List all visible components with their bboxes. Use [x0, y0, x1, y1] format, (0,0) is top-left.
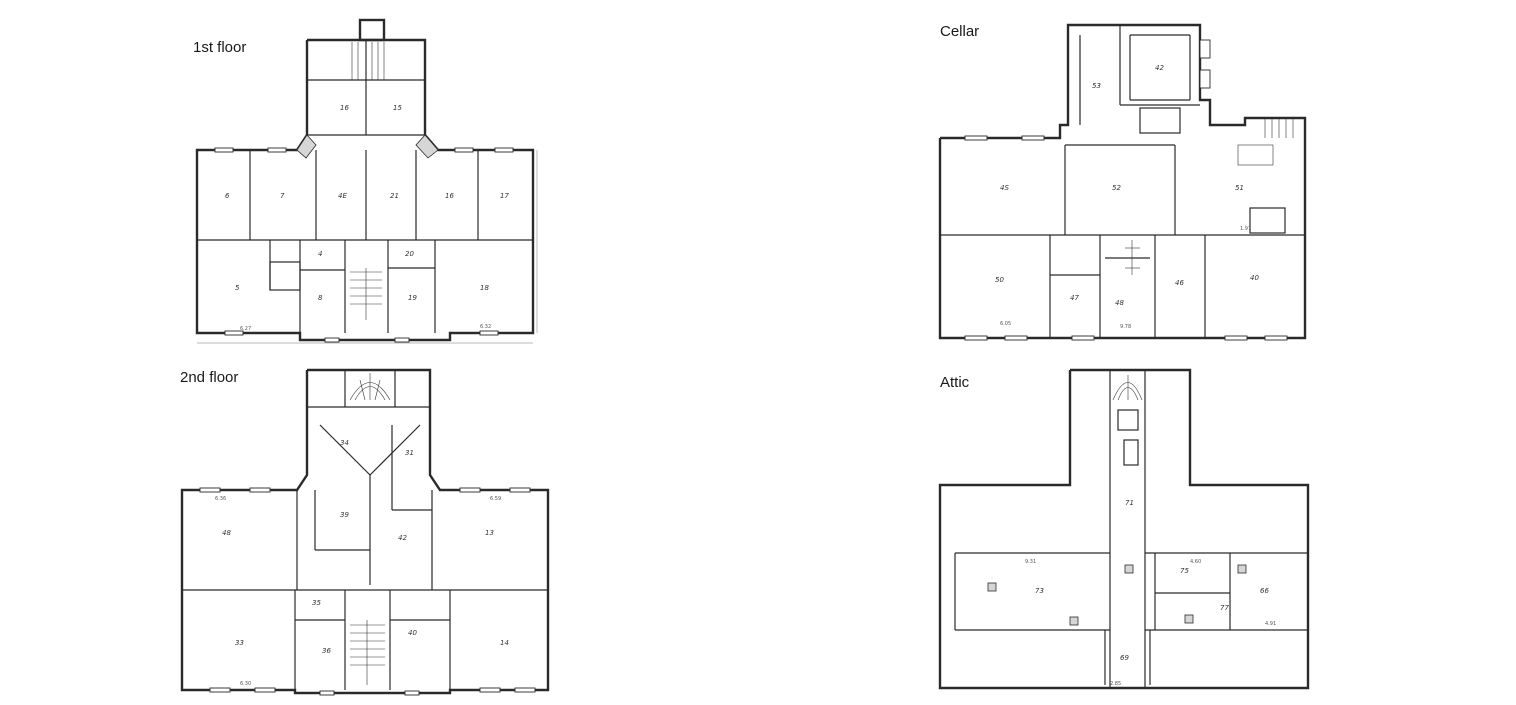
svg-text:53: 53 [1092, 82, 1101, 90]
svg-text:71: 71 [1125, 499, 1134, 507]
svg-text:6: 6 [225, 192, 230, 200]
svg-text:18: 18 [480, 284, 489, 292]
svg-text:20: 20 [405, 250, 414, 258]
svg-text:42: 42 [398, 534, 407, 542]
svg-text:75: 75 [1180, 567, 1189, 575]
floor-plan-2nd-floor: 2nd floor [0, 355, 760, 705]
svg-text:6.05: 6.05 [1000, 321, 1011, 327]
svg-text:48: 48 [1115, 299, 1124, 307]
svg-text:8: 8 [318, 294, 323, 302]
svg-text:7: 7 [280, 192, 285, 200]
svg-text:13: 13 [485, 529, 494, 537]
svg-text:4.60: 4.60 [1190, 559, 1201, 565]
svg-text:4S: 4S [1000, 184, 1009, 192]
svg-text:40: 40 [408, 629, 417, 637]
floor-title-attic: Attic [940, 374, 970, 391]
svg-text:15: 15 [393, 104, 402, 112]
svg-text:6.36: 6.36 [215, 496, 226, 502]
svg-text:73: 73 [1035, 587, 1044, 595]
floor-title-2nd-floor: 2nd floor [180, 369, 239, 386]
svg-text:66: 66 [1260, 587, 1269, 595]
plan-drawing-cellar: 4S 52 51 50 47 48 46 40 53 42 6.05 9.78 1.97 [938, 23, 1307, 341]
svg-text:9.78: 9.78 [1120, 324, 1131, 330]
svg-text:9.31: 9.31 [1025, 559, 1036, 565]
plan-drawing-2nd-floor: 48 34 31 39 42 13 33 35 36 40 14 6.30 6.36 6.5… [180, 368, 550, 696]
svg-text:6.59: 6.59 [490, 496, 501, 502]
svg-text:6.27: 6.27 [240, 326, 251, 332]
svg-text:21: 21 [390, 192, 399, 200]
svg-text:52: 52 [1112, 184, 1121, 192]
svg-text:1.97: 1.97 [1240, 226, 1251, 232]
svg-text:36: 36 [322, 647, 331, 655]
svg-text:69: 69 [1120, 654, 1129, 662]
svg-text:16: 16 [445, 192, 454, 200]
svg-text:16: 16 [340, 104, 349, 112]
svg-text:47: 47 [1070, 294, 1079, 302]
svg-text:42: 42 [1155, 64, 1164, 72]
svg-text:34: 34 [340, 439, 349, 447]
svg-text:4.91: 4.91 [1265, 621, 1276, 627]
svg-text:35: 35 [312, 599, 321, 607]
svg-text:51: 51 [1235, 184, 1244, 192]
svg-text:39: 39 [340, 511, 349, 519]
svg-text:77: 77 [1220, 604, 1229, 612]
plan-drawing-attic: 73 71 75 77 66 69 9.31 4.60 4.91 2.85 [938, 368, 1310, 690]
svg-text:50: 50 [995, 276, 1004, 284]
svg-text:40: 40 [1250, 274, 1259, 282]
floor-title-cellar: Cellar [940, 23, 980, 40]
svg-text:6.32: 6.32 [480, 324, 491, 330]
svg-text:46: 46 [1175, 279, 1184, 287]
floor-plan-attic: Attic 73 71 75 77 66 69 9.31 4.60 4.91 2.85 [760, 355, 1516, 705]
floor-title-1st-floor: 1st floor [193, 39, 247, 56]
svg-text:48: 48 [222, 529, 231, 537]
svg-text:17: 17 [500, 192, 509, 200]
floor-plan-1st-floor: 1st floor [0, 0, 760, 355]
floor-plan-cellar: Cellar [760, 0, 1516, 355]
svg-text:4: 4 [318, 250, 322, 258]
svg-text:5: 5 [235, 284, 240, 292]
svg-text:4E: 4E [338, 192, 347, 200]
svg-text:19: 19 [408, 294, 417, 302]
svg-text:33: 33 [235, 639, 244, 647]
svg-text:31: 31 [405, 449, 414, 457]
svg-text:2.85: 2.85 [1110, 681, 1121, 687]
svg-text:6.30: 6.30 [240, 681, 251, 687]
svg-text:14: 14 [500, 639, 509, 647]
plan-drawing-1st-floor: 16 15 6 7 4E 21 16 17 5 8 19 18 4 20 6.27 6.32 [195, 18, 538, 344]
